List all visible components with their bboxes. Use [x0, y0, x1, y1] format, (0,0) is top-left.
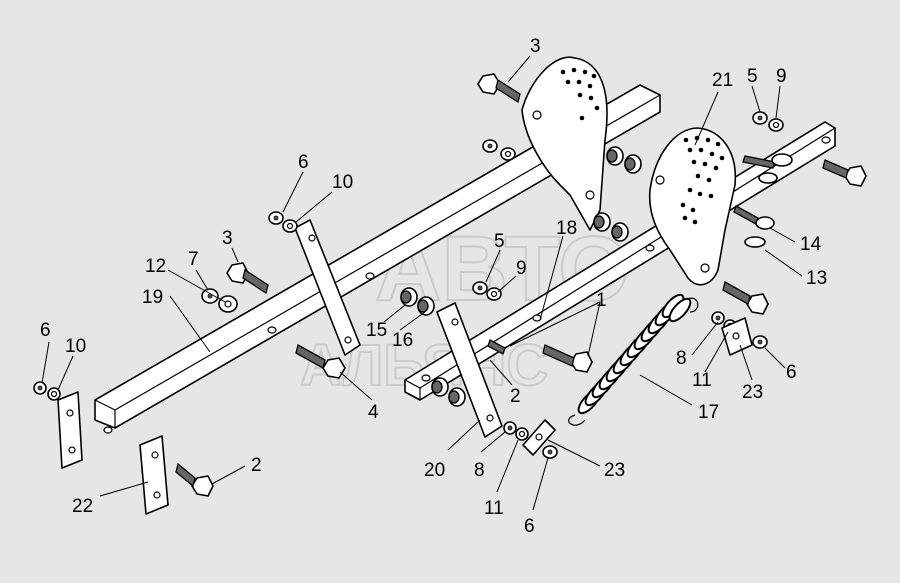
- washer: [500, 147, 516, 161]
- callout-8: 8: [474, 460, 485, 481]
- small-bracket-23-bottom: [522, 419, 556, 456]
- bolt: [487, 339, 506, 355]
- pin-14: [733, 153, 793, 248]
- callout-23: 23: [604, 460, 625, 481]
- nut: [503, 421, 517, 435]
- nut: [752, 335, 768, 349]
- callout-5: 5: [747, 66, 758, 87]
- callout-14: 14: [800, 234, 822, 255]
- bushing: [448, 387, 466, 407]
- callout-19: 19: [142, 287, 163, 308]
- nut: [472, 281, 488, 295]
- callout-5: 5: [494, 231, 505, 252]
- callout-11: 11: [484, 498, 504, 519]
- callout-23: 23: [742, 382, 763, 403]
- callout-16: 16: [392, 330, 413, 351]
- washer: [218, 295, 238, 313]
- nut: [711, 311, 725, 325]
- washer: [486, 287, 502, 301]
- nut: [33, 381, 47, 395]
- callout-22: 22: [72, 496, 93, 517]
- bolts: [175, 73, 867, 497]
- callout-13: 13: [806, 268, 827, 289]
- bolt: [477, 73, 521, 104]
- washer: [47, 387, 61, 401]
- bushing: [593, 212, 611, 232]
- tension-spring: [568, 293, 699, 426]
- callout-20: 20: [424, 460, 445, 481]
- clamp-plate-left: [57, 391, 83, 469]
- callout-1: 1: [596, 290, 607, 311]
- callout-15: 15: [366, 320, 387, 341]
- callout-21: 21: [712, 70, 733, 91]
- link-bar-left: [294, 219, 361, 356]
- washer: [768, 118, 784, 132]
- bolt: [175, 462, 214, 497]
- callout-2: 2: [251, 455, 262, 476]
- callout-4: 4: [368, 402, 379, 423]
- clamp-plate-bottom: [139, 435, 169, 515]
- bolt: [542, 344, 593, 373]
- callout-3: 3: [222, 228, 233, 249]
- callout-8: 8: [676, 348, 687, 369]
- bushings: [400, 146, 642, 407]
- callout-18: 18: [556, 218, 577, 239]
- bushing: [611, 222, 629, 242]
- callout-7: 7: [188, 249, 199, 270]
- bolt: [822, 159, 867, 187]
- bushing: [606, 146, 624, 166]
- bracket-plate-front: [648, 127, 737, 286]
- nut: [752, 111, 768, 125]
- link-bar-front: [436, 302, 503, 438]
- bolt: [295, 344, 346, 379]
- callout-6: 6: [786, 362, 797, 383]
- callout-10: 10: [332, 172, 353, 193]
- callout-2: 2: [510, 386, 521, 407]
- bolt: [722, 281, 769, 315]
- callout-6: 6: [298, 152, 309, 173]
- callout-12: 12: [145, 256, 166, 277]
- bushing: [431, 377, 449, 397]
- callout-9: 9: [516, 258, 527, 279]
- bushing: [417, 296, 435, 316]
- washer: [282, 219, 298, 233]
- nut: [201, 288, 219, 304]
- nut: [482, 139, 498, 153]
- leader-lines: [41, 55, 803, 511]
- callout-6: 6: [40, 320, 51, 341]
- callout-10: 10: [65, 336, 86, 357]
- bracket-plate-rear: [521, 56, 608, 231]
- front-beam: [94, 84, 661, 434]
- callout-3: 3: [530, 36, 541, 57]
- callout-9: 9: [776, 66, 787, 87]
- callouts: 3 21 5 9 6 10 3 7 12 19 5 9 18 14 13 1 1…: [40, 36, 827, 537]
- callout-6: 6: [524, 516, 535, 537]
- bolt: [226, 262, 269, 295]
- nut: [542, 445, 558, 459]
- callout-17: 17: [698, 402, 719, 423]
- bushing: [624, 154, 642, 174]
- nut: [268, 211, 284, 225]
- small-bracket-23-top: [721, 317, 753, 356]
- callout-11: 11: [692, 370, 712, 391]
- washer: [515, 427, 529, 441]
- bushing: [400, 287, 418, 307]
